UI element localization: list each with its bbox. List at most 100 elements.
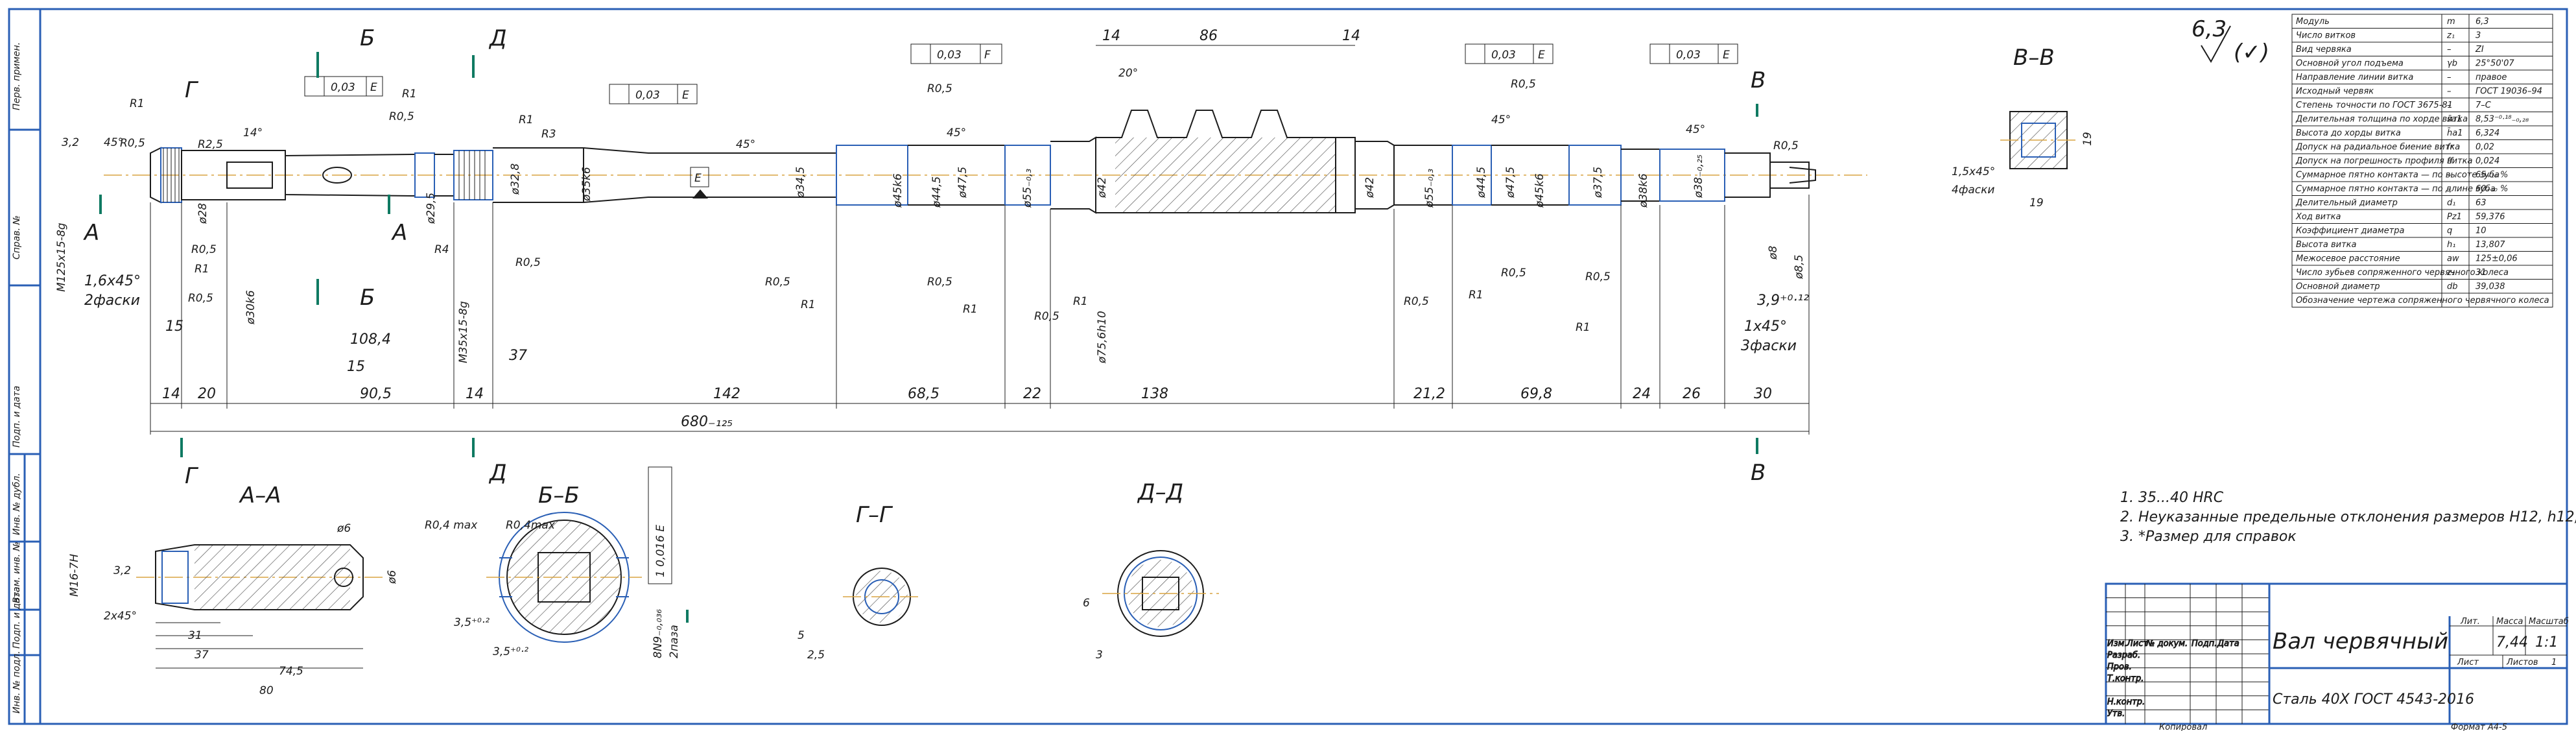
param-symbol: db	[2447, 282, 2458, 292]
aa-d6-b: ø6	[386, 570, 399, 584]
param-value: 125±0,06	[2476, 254, 2518, 264]
aa-3-2: 3,2	[113, 564, 131, 577]
dia-55-a: ø55₋₀,₃	[1021, 169, 1034, 208]
aa-chamfer: 2х45°	[104, 610, 137, 623]
dia-8-5: ø8,5	[1793, 255, 1806, 280]
r-13: R1	[801, 298, 816, 311]
title-bb: Б–Б	[538, 483, 580, 509]
r-5: R0,5	[188, 292, 213, 305]
param-symbol: z₁	[2446, 31, 2455, 41]
tol-9: E	[1723, 49, 1730, 62]
dia-38k6: ø38k6	[1637, 173, 1650, 208]
mass-value: 7,44	[2496, 634, 2528, 651]
param-symbol: d₁	[2447, 198, 2455, 208]
r-7: R0,5	[389, 110, 414, 123]
param-name: Исходный червяк	[2296, 87, 2374, 97]
r-15: R1	[963, 303, 978, 316]
mark-d-top: Д	[488, 25, 507, 51]
dimension-lines	[150, 45, 1810, 435]
roughness-note: (✓)	[2234, 40, 2269, 66]
roughness-symbol: 6,3 (✓)	[2192, 16, 2269, 66]
param-symbol: aw	[2447, 254, 2459, 264]
r-4: R1	[195, 263, 209, 276]
dia-45k6-b: ø45k6	[1533, 173, 1546, 208]
r-3: R0,5	[191, 243, 217, 256]
param-symbol: –	[2447, 101, 2452, 110]
vv-19-b: 19	[2081, 132, 2094, 146]
param-name: Степень точности по ГОСТ 3675-81	[2296, 101, 2453, 110]
param-name: Суммарное пятно контакта — по длине зуба	[2296, 184, 2496, 194]
param-symbol: s̄a1	[2447, 115, 2462, 125]
side-strip-dividers	[9, 128, 40, 724]
param-value: 8,53⁻⁰·¹⁸₋₀,₂₈	[2476, 115, 2529, 125]
dia-44-5-a: ø44,5	[930, 176, 943, 208]
dia-35k6: ø35k6	[580, 167, 593, 202]
title-dd: Д–Д	[1137, 479, 1183, 505]
side-label-2: Взам. инв. №	[12, 542, 22, 603]
aa-80: 80	[259, 684, 274, 697]
side-label-0: Инв. № подл.	[12, 651, 22, 713]
angle-6: 45°	[1686, 123, 1705, 136]
param-name: Ход витка	[2295, 212, 2341, 222]
angle-7: 3,2	[62, 136, 79, 149]
dim-86: 86	[1199, 28, 1218, 44]
r-24: R1	[1576, 321, 1590, 334]
mark-g-bottom: Г	[185, 463, 199, 489]
dim-30: 30	[1754, 386, 1772, 402]
bb-8n9: 8N9₋₀,₀₃₆	[652, 609, 665, 658]
datum-e: E	[694, 172, 702, 185]
gg-2-5: 2,5	[807, 649, 825, 662]
sheet-frame	[39, 8, 2568, 725]
param-symbol: fr	[2447, 143, 2455, 152]
bb-r-b: R0,4max	[506, 519, 556, 532]
dia-8: ø8	[1767, 246, 1780, 260]
bb-r-a: R0,4 max	[425, 519, 478, 532]
note-0: 1. 35...40 HRC	[2120, 490, 2224, 506]
r-22: R0,5	[1511, 78, 1536, 91]
param-symbol: m	[2447, 17, 2455, 27]
diameter-labels: ø30k6 ø28 ø29,5 ø32,8 ø35k6 ø34,5 ø45k6 …	[55, 154, 1806, 597]
vv-4-chamfers: 4фаски	[1952, 184, 1994, 197]
dia-47-5-b: ø47,5	[1504, 167, 1517, 198]
r-2: R2,5	[198, 138, 223, 151]
bb-2-slots: 2паза	[668, 625, 681, 658]
param-name: Высота витка	[2296, 240, 2356, 250]
aa-31: 31	[188, 629, 202, 642]
param-symbol: γb	[2447, 59, 2457, 69]
param-value: 0,024	[2476, 156, 2499, 166]
radius-labels: R0,5 R1 R2,5 R0,5 R1 R0,5 R1 R0,5 R4 R1 …	[120, 78, 1799, 334]
r-19: R0,5	[1404, 295, 1429, 308]
dim-68-5: 68,5	[908, 386, 939, 402]
param-name: Модуль	[2296, 17, 2330, 27]
tb-role: Н.контр.	[2107, 697, 2145, 707]
dia-37-5: ø37,5	[1592, 167, 1605, 198]
vv-chamfer: 1,5х45°	[1952, 165, 1995, 178]
mark-a-right: А	[391, 220, 407, 246]
dia-30k6: ø30k6	[244, 290, 257, 325]
side-label-6: Перв. примен.	[12, 42, 22, 110]
mark-b-top: Б	[360, 25, 375, 51]
side-label-3: Инв. № дубл.	[12, 473, 22, 535]
dim-overall: 680₋₁₂₅	[681, 414, 733, 430]
tol-1: E	[370, 81, 377, 94]
shaft-main-view	[104, 110, 1867, 214]
dim-14-top-b: 14	[1342, 28, 1360, 44]
param-name: Число зубьев сопряженного червячного кол…	[2296, 268, 2509, 278]
param-value: 0,02	[2476, 143, 2494, 152]
param-symbol: –	[2447, 45, 2452, 54]
bb-3-5-b: 3,5⁺⁰·²	[493, 645, 528, 658]
param-symbol: ff	[2447, 156, 2454, 166]
section-aa: А–А ø6 3,2 2х45° 31 37 74,5 80 ø6	[104, 483, 399, 697]
param-symbol: h₁	[2447, 240, 2455, 250]
param-value: 7–С	[2476, 101, 2492, 110]
sheet-label: Лист	[2457, 658, 2479, 667]
param-name: Число витков	[2296, 31, 2356, 41]
side-label-4: Подп. и дата	[12, 386, 22, 448]
scale-header: Масштаб	[2529, 617, 2569, 627]
param-value: ГОСТ 19036–94	[2476, 87, 2542, 97]
tol-4: 0,03	[937, 49, 962, 62]
note-2: 3. *Размер для справок	[2120, 529, 2297, 545]
aa-d6: ø6	[337, 522, 351, 535]
param-symbol: –	[2447, 171, 2452, 180]
